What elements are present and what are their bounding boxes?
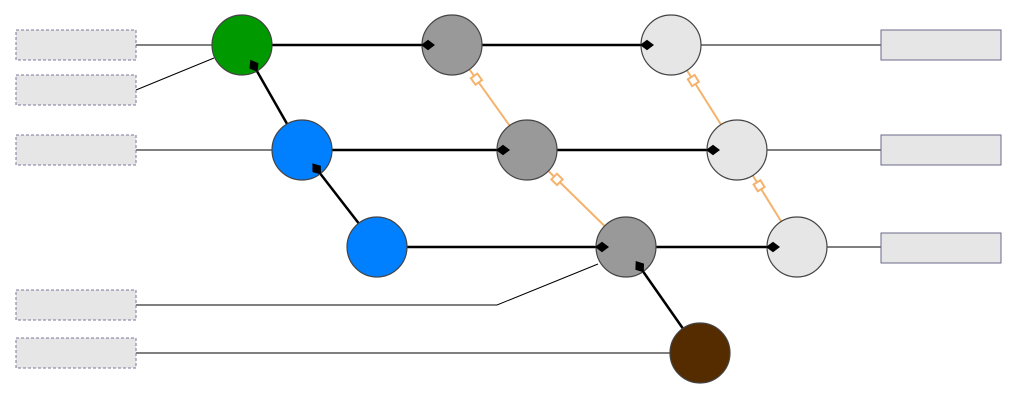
wire-in-4 (136, 263, 599, 306)
edge-marker-gray-2-to-light-2 (706, 144, 720, 156)
input-box-3 (15, 134, 137, 166)
node-layer (211, 14, 828, 384)
weak-marker-gray-3-to-gray-2 (549, 172, 565, 187)
output-box-3 (880, 232, 1002, 264)
weak-marker-light-2-to-light-1 (686, 73, 701, 88)
input-box-1 (15, 29, 137, 61)
output-box-2 (880, 134, 1002, 166)
edge-marker-green-to-gray-1 (421, 39, 435, 51)
edge-marker-blue-2-to-gray-3 (595, 241, 609, 253)
node-blue-1 (271, 119, 333, 181)
marker-layer (249, 39, 780, 273)
weak-marker-light-3-to-light-2 (752, 178, 766, 193)
strong-edge-blue-2-to-blue-1 (319, 172, 360, 225)
node-green (211, 14, 273, 76)
edge-marker-blue-1-to-gray-2 (496, 144, 510, 156)
node-blue-2 (346, 216, 408, 278)
edge-marker-gray-3-to-light-3 (766, 241, 780, 253)
edge-marker-blue-1-to-green (249, 59, 259, 72)
edge-marker-blue-2-to-blue-1 (312, 163, 322, 175)
node-brown (669, 322, 731, 384)
input-box-2 (15, 74, 137, 106)
input-box-4 (15, 289, 137, 321)
strong-edge-layer (255, 43, 767, 330)
input-box-5 (15, 337, 137, 369)
wire-in-2 (135, 57, 215, 91)
edge-marker-brown-to-gray-3 (635, 260, 645, 273)
weak-marker-gray-2-to-gray-1 (469, 72, 484, 87)
edge-marker-gray-1-to-light-1 (640, 39, 654, 51)
strong-edge-blue-1-to-green (255, 70, 289, 125)
wire-layer (135, 44, 881, 354)
output-box-1 (880, 29, 1002, 61)
box-layer (15, 29, 1002, 369)
strong-edge-brown-to-gray-3 (642, 270, 684, 330)
